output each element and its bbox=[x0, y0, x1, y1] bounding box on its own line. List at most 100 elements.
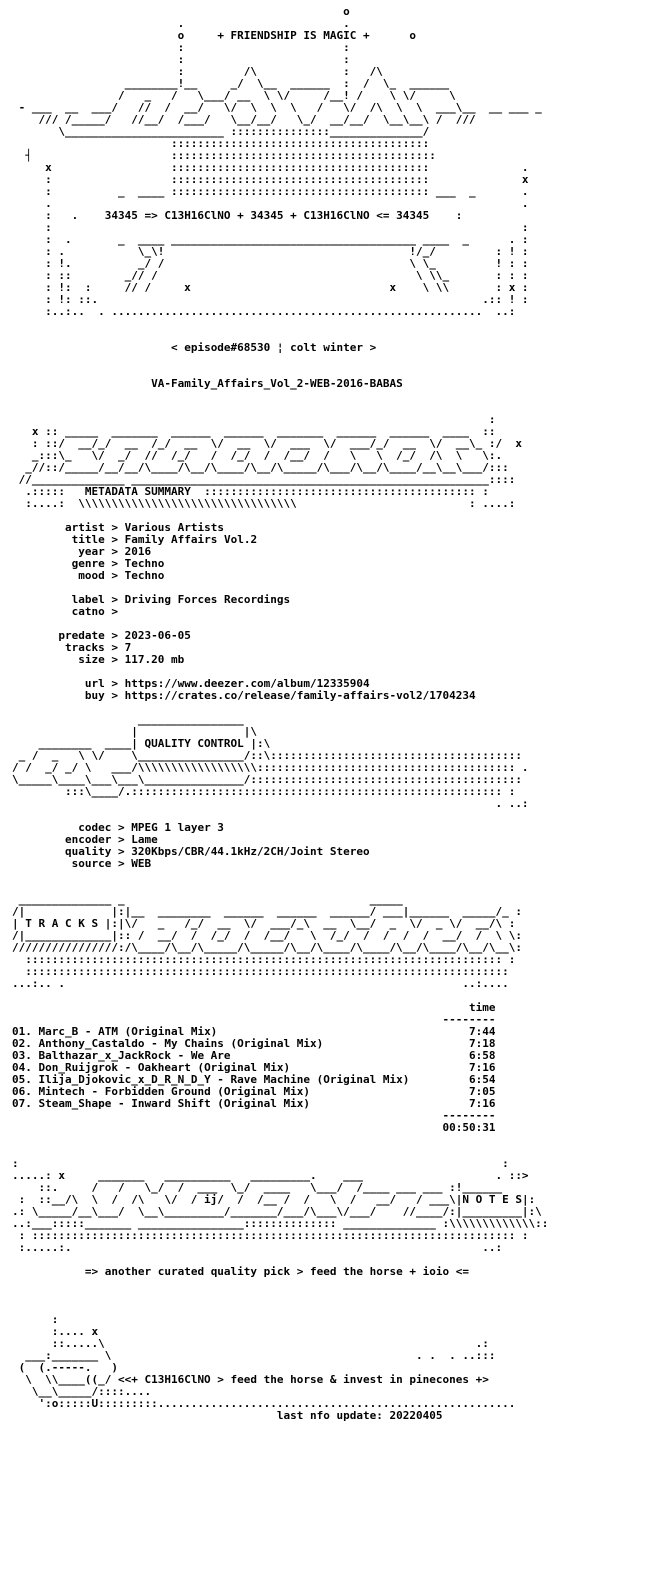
notes-line: => another curated quality pick > feed t… bbox=[12, 1266, 548, 1278]
metadata-value: 2023-06-05 bbox=[124, 629, 191, 642]
metadata-row: url > https://www.deezer.com/album/12335… bbox=[51, 677, 370, 690]
quality-value: 320Kbps/CBR/44.1kHz/2CH/Joint Stereo bbox=[131, 845, 370, 858]
tracks-header-rule: -------- bbox=[12, 1013, 496, 1026]
metadata-value: 117.20 mb bbox=[124, 653, 185, 666]
track-row: 01. Marc_B - ATM (Original Mix) 7:44 bbox=[12, 1026, 548, 1038]
track-title: Ilija_Djokovic_x_D_R_N_D_Y - Rave Machin… bbox=[38, 1073, 410, 1086]
metadata-key: url bbox=[51, 677, 105, 690]
metadata-key: genre bbox=[51, 557, 105, 570]
track-number: 03. bbox=[12, 1049, 32, 1062]
track-number: 02. bbox=[12, 1037, 32, 1050]
tracks-title: T R A C K S bbox=[25, 917, 99, 930]
metadata-key: tracks bbox=[51, 641, 105, 654]
track-title: Balthazar_x_JackRock - We Are bbox=[38, 1049, 231, 1062]
metadata-value: Various Artists bbox=[124, 521, 224, 534]
metadata-key: title bbox=[51, 533, 105, 546]
metadata-value: 7 bbox=[124, 641, 132, 654]
track-number: 05. bbox=[12, 1073, 32, 1086]
footer-art: : :.... x ::.....\ .: ___:_______ \ . . … bbox=[18, 1313, 516, 1410]
metadata-art: : x :: _____ _______ ______ ______ _____… bbox=[18, 413, 522, 510]
metadata-key: year bbox=[51, 545, 105, 558]
metadata-value: 2016 bbox=[124, 545, 152, 558]
tracks-list: time --------01. Marc_B - ATM (Original … bbox=[12, 1002, 548, 1134]
track-number: 01. bbox=[12, 1025, 32, 1038]
metadata-row: genre > Techno bbox=[51, 557, 165, 570]
track-time: 6:54 bbox=[468, 1073, 496, 1086]
track-title: Mintech - Forbidden Ground (Original Mix… bbox=[38, 1085, 311, 1098]
metadata-key: size bbox=[51, 653, 105, 666]
metadata-row: tracks > 7 bbox=[51, 641, 132, 654]
tracks-header-row: time bbox=[12, 1002, 548, 1014]
notes-text: => another curated quality pick > feed t… bbox=[84, 1265, 469, 1278]
metadata-value: Techno bbox=[124, 557, 165, 570]
episode-line: < episode#68530 ¦ colt winter > bbox=[12, 342, 548, 354]
header-art: o . . o + FRIENDSHIP IS MAGIC + o : : : bbox=[18, 5, 542, 318]
quality-key: encoder bbox=[64, 833, 112, 846]
release-line: VA-Family_Affairs_Vol_2-WEB-2016-BABAS bbox=[12, 378, 548, 390]
metadata-row: artist > Various Artists bbox=[51, 521, 224, 534]
quality-row: codec > MPEG 1 layer 3 bbox=[64, 821, 224, 834]
track-row: 07. Steam_Shape - Inward Shift (Original… bbox=[12, 1098, 548, 1110]
quality-row: source > WEB bbox=[64, 857, 152, 870]
quality-value: MPEG 1 layer 3 bbox=[131, 821, 224, 834]
metadata-title: METADATA SUMMARY bbox=[84, 485, 191, 498]
metadata-key: catno bbox=[51, 605, 105, 618]
quality-list: codec > MPEG 1 layer 3 encoder > Lame qu… bbox=[12, 822, 548, 870]
track-time: 7:05 bbox=[468, 1085, 496, 1098]
tracks-total-rule: -------- bbox=[12, 1109, 496, 1122]
track-title: Marc_B - ATM (Original Mix) bbox=[38, 1025, 218, 1038]
track-number: 06. bbox=[12, 1085, 32, 1098]
track-title: Steam_Shape - Inward Shift (Original Mix… bbox=[38, 1097, 311, 1110]
metadata-value: https://www.deezer.com/album/12335904 bbox=[124, 677, 370, 690]
quality-key: codec bbox=[64, 821, 112, 834]
track-time: 7:18 bbox=[468, 1037, 496, 1050]
quality-row: quality > 320Kbps/CBR/44.1kHz/2CH/Joint … bbox=[64, 845, 370, 858]
header-formula: 34345 => C13H16ClNO + 34345 + C13H16ClNO… bbox=[104, 209, 430, 222]
quality-title: QUALITY CONTROL bbox=[144, 737, 244, 750]
quality-value: WEB bbox=[131, 857, 152, 870]
track-time: 7:44 bbox=[468, 1025, 496, 1038]
metadata-list: artist > Various Artists title > Family … bbox=[12, 522, 548, 702]
notes-art: : : .....: x _______ __________ ________… bbox=[12, 1157, 549, 1254]
metadata-value: https://crates.co/release/family-affairs… bbox=[124, 689, 476, 702]
metadata-key: label bbox=[51, 593, 105, 606]
metadata-row: predate > 2023-06-05 bbox=[51, 629, 191, 642]
track-row: 06. Mintech - Forbidden Ground (Original… bbox=[12, 1086, 548, 1098]
tracks-art: ______________ _ _____ /| |:|__ ________… bbox=[12, 893, 522, 990]
last-update-line: last nfo update: 20220405 bbox=[12, 1410, 548, 1422]
track-row: 04. Don_Ruijgrok - Oakheart (Original Mi… bbox=[12, 1062, 548, 1074]
quality-key: quality bbox=[64, 845, 112, 858]
total-time: 00:50:31 bbox=[442, 1121, 496, 1134]
track-title: Anthony_Castaldo - My Chains (Original M… bbox=[38, 1037, 324, 1050]
metadata-key: artist bbox=[51, 521, 105, 534]
track-row: 05. Ilija_Djokovic_x_D_R_N_D_Y - Rave Ma… bbox=[12, 1074, 548, 1086]
episode-text: < episode#68530 ¦ colt winter > bbox=[170, 341, 377, 354]
metadata-value: Driving Forces Recordings bbox=[124, 593, 291, 606]
track-number: 07. bbox=[12, 1097, 32, 1110]
nfo-document: o . . o + FRIENDSHIP IS MAGIC + o : : : bbox=[12, 6, 548, 1422]
metadata-row: buy > https://crates.co/release/family-a… bbox=[51, 689, 476, 702]
track-time: 6:58 bbox=[468, 1049, 496, 1062]
metadata-key: mood bbox=[51, 569, 105, 582]
metadata-row: title > Family Affairs Vol.2 bbox=[51, 533, 258, 546]
metadata-key: predate bbox=[51, 629, 105, 642]
quality-art: ________________ | |\ ________ ____| QUA… bbox=[12, 713, 529, 810]
quality-key: source bbox=[64, 857, 112, 870]
track-title: Don_Ruijgrok - Oakheart (Original Mix) bbox=[38, 1061, 291, 1074]
tracks-time-header: time bbox=[468, 1001, 496, 1014]
metadata-key: buy bbox=[51, 689, 105, 702]
track-number: 04. bbox=[12, 1061, 32, 1074]
track-row: 02. Anthony_Castaldo - My Chains (Origin… bbox=[12, 1038, 548, 1050]
metadata-row: year > 2016 bbox=[51, 545, 152, 558]
quality-value: Lame bbox=[131, 833, 158, 846]
track-time: 7:16 bbox=[468, 1097, 496, 1110]
metadata-row: size > 117.20 mb bbox=[51, 653, 185, 666]
header-tagline: + FRIENDSHIP IS MAGIC + bbox=[217, 29, 370, 42]
release-name: VA-Family_Affairs_Vol_2-WEB-2016-BABAS bbox=[151, 377, 403, 390]
metadata-value: Techno bbox=[124, 569, 165, 582]
notes-title: N O T E S bbox=[462, 1193, 522, 1206]
metadata-row: catno > bbox=[51, 605, 125, 618]
quality-row: encoder > Lame bbox=[64, 833, 158, 846]
metadata-row: label > Driving Forces Recordings bbox=[51, 593, 291, 606]
footer-text: <<+ C13H16ClNO > feed the horse & invest… bbox=[117, 1373, 489, 1386]
